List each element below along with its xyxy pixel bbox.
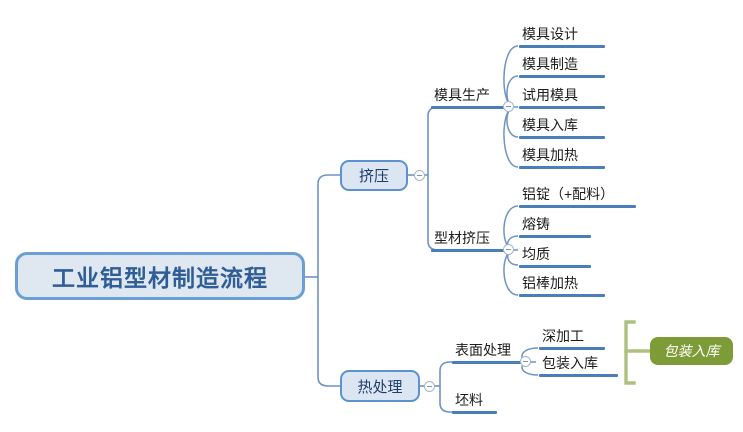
sub-node-profile-extrusion-rule bbox=[431, 249, 511, 252]
leaf-node-mold-storage-rule bbox=[519, 136, 605, 139]
sub-node-profile-extrusion[interactable]: 型材挤压 bbox=[431, 229, 511, 252]
leaf-node-mold-storage[interactable]: 模具入库 bbox=[519, 116, 605, 139]
leaf-node-mold-trial-rule bbox=[519, 106, 605, 109]
leaf-node-mold-design-label: 模具设计 bbox=[522, 26, 578, 42]
leaf-node-mold-manufacture[interactable]: 模具制造 bbox=[519, 55, 605, 78]
root-node-label: 工业铝型材制造流程 bbox=[52, 265, 268, 291]
sub-node-mold-production-rule bbox=[431, 106, 511, 109]
leaf-node-aluminum-ingot[interactable]: 铝锭（+配料） bbox=[519, 185, 636, 208]
collapse-toggle-profile-extrusion-icon[interactable] bbox=[503, 244, 514, 255]
sub-node-blank[interactable]: 坯料 bbox=[452, 391, 497, 414]
leaf-node-mold-design-rule bbox=[519, 45, 605, 48]
callout-packing-storage-label: 包装入库 bbox=[663, 343, 720, 359]
leaf-node-deep-processing-label: 深加工 bbox=[542, 328, 584, 344]
leaf-node-mold-manufacture-rule bbox=[519, 75, 605, 78]
branch-node-extrusion[interactable]: 挤压 bbox=[340, 160, 408, 191]
leaf-node-melt-casting[interactable]: 熔铸 bbox=[519, 215, 591, 238]
callout-packing-storage[interactable]: 包装入库 bbox=[650, 337, 733, 365]
sub-node-blank-rule bbox=[452, 411, 497, 414]
leaf-node-bar-heating[interactable]: 铝棒加热 bbox=[519, 274, 605, 297]
collapse-toggle-heat-treatment-icon[interactable] bbox=[424, 381, 435, 392]
leaf-node-aluminum-ingot-rule bbox=[519, 205, 636, 208]
leaf-node-mold-trial[interactable]: 试用模具 bbox=[519, 86, 605, 109]
branch-node-extrusion-label: 挤压 bbox=[358, 168, 389, 185]
sub-node-mold-production[interactable]: 模具生产 bbox=[431, 86, 511, 109]
leaf-node-melt-casting-rule bbox=[519, 235, 591, 238]
branch-node-heat-treatment-label: 热处理 bbox=[357, 378, 403, 396]
leaf-node-homogenizing-rule bbox=[519, 265, 591, 268]
leaf-node-mold-trial-label: 试用模具 bbox=[522, 87, 578, 103]
leaf-node-mold-manufacture-label: 模具制造 bbox=[522, 56, 578, 72]
leaf-node-mold-heating-label: 模具加热 bbox=[522, 147, 578, 163]
leaf-node-homogenizing[interactable]: 均质 bbox=[519, 245, 591, 268]
sub-node-surface-treatment[interactable]: 表面处理 bbox=[452, 341, 525, 364]
sub-node-surface-treatment-label: 表面处理 bbox=[455, 342, 511, 358]
branch-node-heat-treatment[interactable]: 热处理 bbox=[340, 370, 420, 402]
root-node[interactable]: 工业铝型材制造流程 bbox=[15, 252, 305, 300]
leaf-node-mold-design[interactable]: 模具设计 bbox=[519, 25, 605, 48]
leaf-node-mold-storage-label: 模具入库 bbox=[522, 117, 578, 133]
leaf-node-homogenizing-label: 均质 bbox=[522, 246, 550, 262]
leaf-node-deep-processing[interactable]: 深加工 bbox=[539, 327, 605, 350]
leaf-node-melt-casting-label: 熔铸 bbox=[522, 216, 550, 232]
leaf-node-bar-heating-label: 铝棒加热 bbox=[522, 275, 578, 291]
leaf-node-bar-heating-rule bbox=[519, 294, 605, 297]
leaf-node-mold-heating[interactable]: 模具加热 bbox=[519, 146, 605, 169]
leaf-node-aluminum-ingot-label: 铝锭（+配料） bbox=[522, 186, 615, 202]
sub-node-surface-treatment-rule bbox=[452, 361, 525, 364]
leaf-node-deep-processing-rule bbox=[539, 347, 605, 350]
sub-node-blank-label: 坯料 bbox=[455, 392, 483, 408]
leaf-node-packing-storage-rule bbox=[539, 374, 618, 377]
leaf-node-packing-storage[interactable]: 包装入库 bbox=[539, 354, 618, 377]
collapse-toggle-surface-treatment-icon[interactable] bbox=[520, 356, 531, 367]
collapse-toggle-mold-production-icon[interactable] bbox=[503, 101, 514, 112]
leaf-node-packing-storage-label: 包装入库 bbox=[542, 355, 598, 371]
leaf-node-mold-heating-rule bbox=[519, 166, 605, 169]
sub-node-mold-production-label: 模具生产 bbox=[434, 87, 490, 103]
collapse-toggle-extrusion-icon[interactable] bbox=[414, 170, 425, 181]
sub-node-profile-extrusion-label: 型材挤压 bbox=[434, 230, 490, 246]
